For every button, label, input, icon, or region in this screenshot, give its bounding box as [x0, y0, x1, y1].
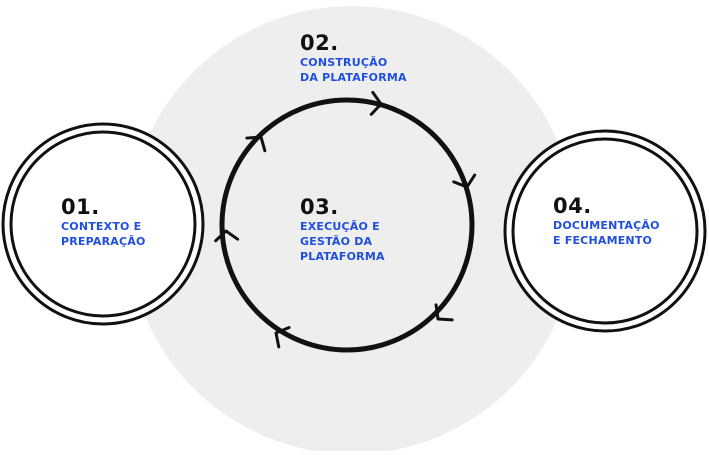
construction-phase-circle	[128, 6, 576, 454]
step-02-label: 02. CONSTRUÇÃO DA PLATAFORMA	[300, 32, 407, 85]
cycle-arrow-icon	[434, 303, 454, 322]
step-01-label: 01. CONTEXTO E PREPARAÇÃO	[61, 196, 146, 249]
step-03-label: 03. EXECUÇÃO E GESTÃO DA PLATAFORMA	[300, 196, 385, 264]
step-04-label: 04. DOCUMENTAÇÃO E FECHAMENTO	[553, 195, 660, 248]
step-03-number: 03.	[300, 195, 339, 219]
context-phase-circle	[1, 122, 205, 326]
cycle-arrow-icon	[452, 173, 477, 189]
documentation-phase-circle	[503, 129, 707, 333]
step-03-title: EXECUÇÃO E GESTÃO DA PLATAFORMA	[300, 220, 385, 263]
cycle-arrow-icon	[214, 229, 240, 243]
step-04-title: DOCUMENTAÇÃO E FECHAMENTO	[553, 219, 660, 247]
step-01-number: 01.	[61, 195, 100, 219]
step-04-number: 04.	[553, 194, 592, 218]
execution-cycle-ring	[219, 97, 475, 353]
step-02-title: CONSTRUÇÃO DA PLATAFORMA	[300, 56, 407, 84]
step-02-number: 02.	[300, 31, 339, 55]
cycle-arrow-icon	[369, 90, 383, 116]
step-01-title: CONTEXTO E PREPARAÇÃO	[61, 220, 146, 248]
cycle-arrow-icon	[245, 135, 267, 153]
cycle-arrow-icon	[274, 326, 291, 349]
cycle-arrows	[214, 90, 477, 349]
